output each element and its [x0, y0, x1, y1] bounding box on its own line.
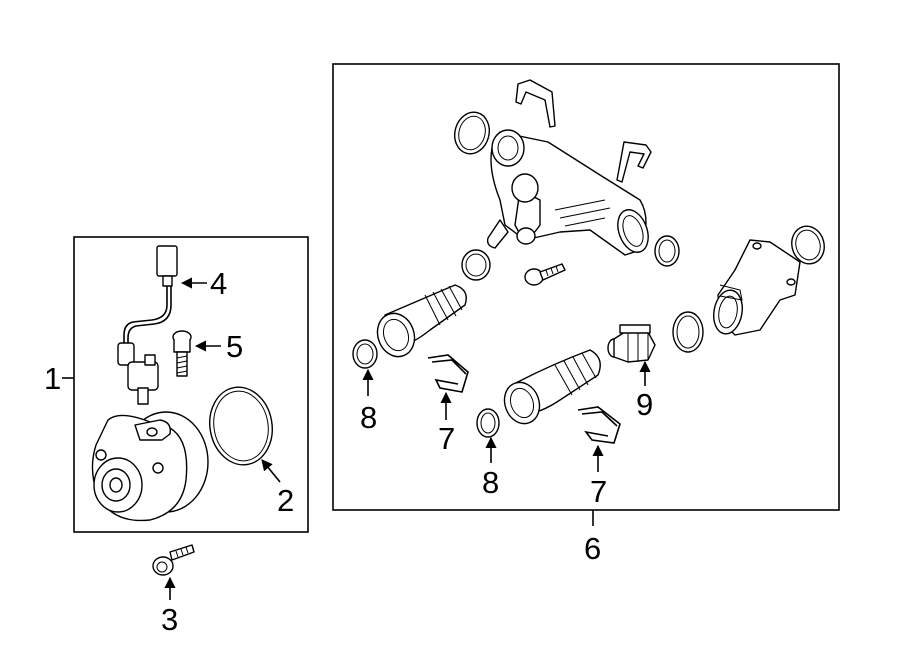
assembly-6-frame — [332, 63, 840, 511]
callout-5: 5 — [226, 329, 243, 364]
hose-lower-part — [503, 349, 601, 425]
o-ring-right-of-pipe-part — [654, 235, 680, 267]
assembly-1-frame — [73, 236, 309, 533]
o-ring-far-right-part — [791, 225, 825, 265]
bolt-3-part — [152, 544, 195, 576]
o-ring-8-left-part — [352, 339, 378, 369]
o-ring-8-right-part — [476, 408, 500, 438]
clip-upper-left-part — [515, 79, 556, 128]
o-ring-mid-part — [461, 249, 491, 281]
o-ring-by-thermostat-part — [672, 311, 704, 353]
callout-2-arrow — [261, 459, 281, 483]
callout-9: 9 — [636, 387, 653, 422]
outlet-housing-part — [712, 239, 801, 336]
thermostat-part — [607, 324, 656, 363]
o-ring-upper-left-part — [454, 111, 490, 155]
clip-upper-right-part — [616, 141, 652, 183]
callout-8-left: 8 — [360, 400, 377, 435]
callout-8-right: 8 — [482, 465, 499, 500]
callout-7-left: 7 — [438, 421, 455, 456]
callout-2: 2 — [277, 483, 294, 518]
sensor-with-wire-part — [117, 245, 178, 405]
callout-4: 4 — [210, 266, 227, 301]
bolt-5-part — [172, 330, 192, 377]
o-ring-2-part — [209, 386, 273, 466]
callout-3: 3 — [161, 602, 178, 637]
spring-clip-7-left-part — [427, 354, 469, 393]
callout-1: 1 — [44, 361, 61, 396]
coolant-pipe-housing-part — [486, 129, 649, 256]
spring-clip-7-right-part — [577, 406, 621, 444]
callout-6: 6 — [584, 531, 601, 566]
pump-housing-part — [91, 411, 209, 522]
pipe-bolt-part — [524, 263, 566, 286]
callout-7-right: 7 — [590, 474, 607, 509]
hose-upper-part — [376, 284, 467, 358]
